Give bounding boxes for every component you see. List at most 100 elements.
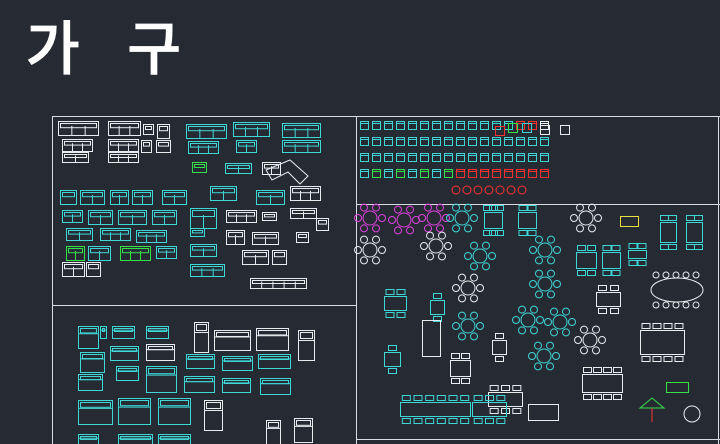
sofa-outline: [186, 124, 227, 139]
sofa-outline: [250, 278, 307, 289]
table-chair: [641, 323, 651, 329]
table-chair: [360, 256, 368, 265]
table-chair: [470, 294, 478, 303]
chair-symbol: [432, 169, 441, 178]
bed-outline: [112, 326, 135, 339]
sofa-outline: [141, 140, 152, 153]
table-chair: [662, 301, 670, 309]
bed-outline: [146, 326, 169, 339]
bed-outline: [78, 374, 103, 391]
table-chair: [611, 245, 621, 251]
table-chair: [461, 353, 470, 359]
table-chair: [476, 284, 484, 292]
table-chair: [637, 260, 647, 266]
rect-table-symbol: [430, 293, 445, 322]
table-top: [460, 280, 476, 296]
table-chair: [452, 284, 460, 292]
sofa-back: [298, 234, 307, 238]
bed-symbol: [78, 326, 99, 349]
table-chair: [529, 246, 537, 254]
table-chair: [602, 270, 612, 276]
sofa-back: [60, 123, 97, 129]
table-chair: [593, 394, 602, 400]
sofa-symbol: [86, 262, 101, 277]
bed-symbol: [78, 400, 113, 425]
bed-block[interactable]: [78, 322, 315, 444]
sofa-symbol: [210, 186, 237, 201]
table-top: [640, 330, 685, 355]
bed-pillow: [224, 380, 249, 384]
table-top: [400, 402, 471, 417]
sofa-outline: [120, 246, 151, 261]
bed-symbol: [194, 322, 209, 353]
dining-table-block[interactable]: [354, 203, 704, 424]
chair-symbol: [516, 169, 525, 178]
sofa-block[interactable]: [58, 121, 329, 289]
sofa-back: [62, 192, 75, 198]
chair-seat: [408, 169, 417, 178]
bed-outline: [158, 398, 191, 425]
bed-outline: [116, 366, 139, 381]
round-table-symbol: [446, 203, 478, 233]
table-chair: [663, 356, 673, 362]
table-chair: [603, 394, 612, 400]
table-chair: [448, 395, 458, 401]
table-top: [582, 332, 598, 348]
bed-pillow: [268, 422, 279, 428]
table-chair: [388, 368, 397, 374]
bed-symbol: [116, 366, 139, 381]
bed-symbol: [78, 374, 103, 391]
bed-pillow: [80, 328, 97, 334]
table-chair: [464, 203, 472, 212]
chair-seat: [384, 153, 393, 162]
table-chair: [448, 418, 458, 424]
table-chair: [372, 224, 380, 233]
sofa-symbol: [256, 190, 285, 205]
bed-pillow: [206, 402, 221, 409]
bed-outline: [194, 322, 209, 353]
chair-seat: [444, 137, 453, 146]
chair-symbol: [408, 169, 417, 178]
sofa-outline: [296, 232, 309, 243]
sofa-symbol: [190, 244, 217, 257]
bed-outline: [214, 330, 251, 351]
table-chair: [495, 333, 504, 339]
chair-seat: [504, 169, 513, 178]
sofa-outline: [108, 139, 139, 152]
sofa-back: [228, 212, 255, 217]
bed-outline: [298, 330, 315, 361]
sofa-symbol: [290, 186, 321, 201]
bed-outline: [258, 354, 291, 369]
sofa-symbol: [108, 121, 141, 136]
sofa-symbol: [120, 246, 151, 261]
bed-outline: [118, 398, 151, 425]
chair-seat: [396, 137, 405, 146]
sofa-symbol: [192, 162, 207, 173]
table-chair: [577, 245, 586, 251]
table-chair: [682, 271, 690, 279]
bed-pillow: [216, 332, 249, 337]
chair-block[interactable]: [360, 121, 570, 195]
bed-symbol: [78, 434, 99, 444]
table-chair: [535, 269, 543, 278]
drawing-frame: [52, 116, 720, 444]
chair-symbol: [540, 153, 549, 162]
table-chair: [512, 316, 520, 324]
table-chair: [413, 395, 423, 401]
sofa-outline: [242, 250, 269, 265]
chair-seat: [504, 137, 513, 146]
chair-symbol: [444, 169, 453, 178]
table-top: [362, 242, 378, 258]
sofa-outline: [190, 244, 217, 257]
table-chair: [401, 418, 411, 424]
chair-symbol: [468, 121, 477, 130]
rect-table-symbol: [660, 215, 677, 250]
sofa-outline: [316, 218, 329, 231]
table-chair: [518, 230, 528, 236]
chair-symbol: [372, 137, 381, 146]
table-chair: [436, 395, 446, 401]
table-chair: [583, 367, 592, 373]
sofa-back: [284, 125, 319, 131]
bed-symbol: [118, 434, 153, 444]
